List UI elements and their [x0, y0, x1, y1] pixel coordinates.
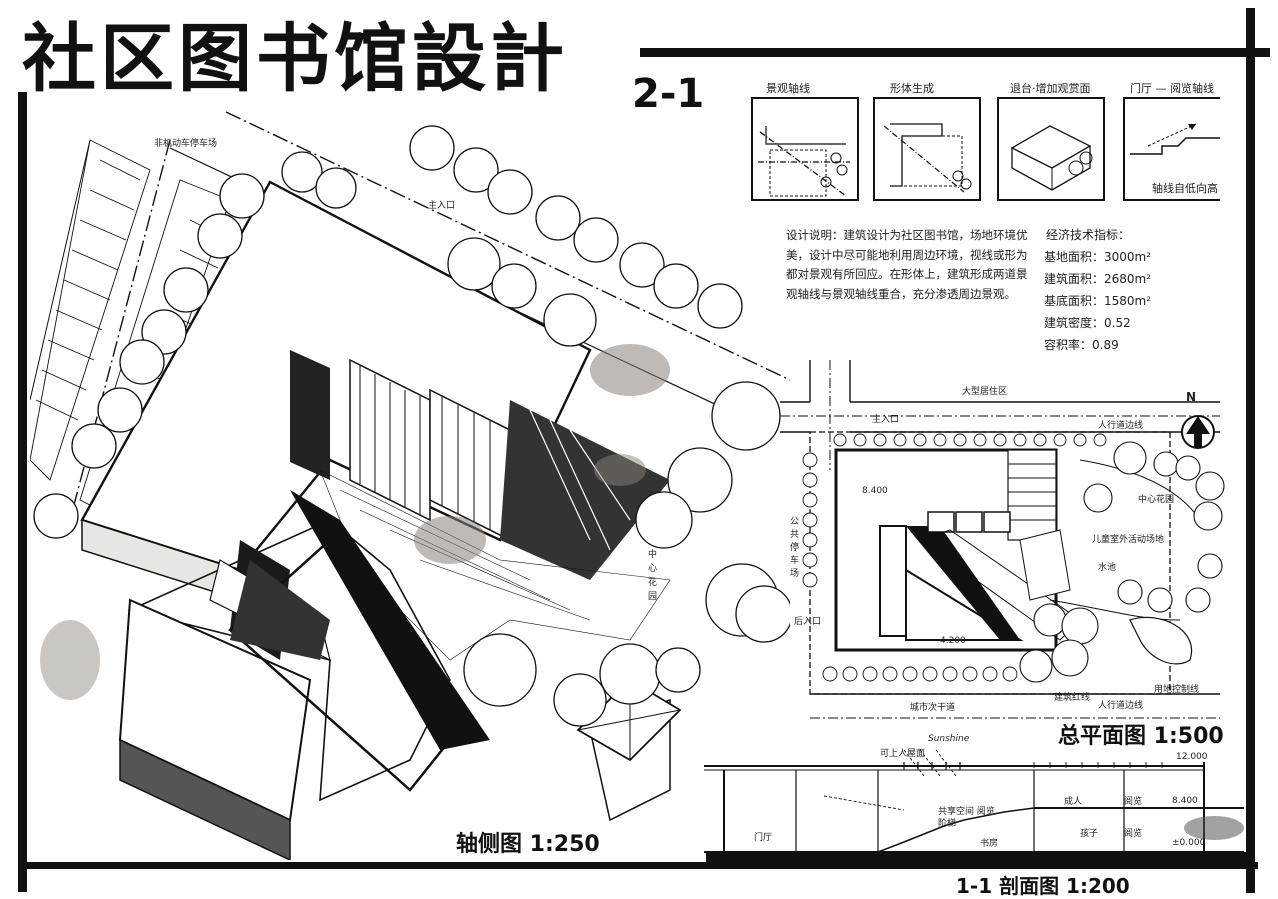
site-label-back-entrance: 后入口: [794, 617, 822, 627]
diagram-label-1: 景观轴线: [766, 82, 810, 95]
page-title: 社区图书馆設計: [22, 16, 568, 102]
site-plan-scale-label: 总平面图 1:500: [1058, 724, 1224, 749]
axo-label-parking: 非机动车停车场: [154, 139, 218, 149]
economics-row: 基底面积：1580m²: [1044, 294, 1152, 308]
site-label-pedestrian-bottom: 人行道边线: [1098, 701, 1144, 711]
economics-row: 建筑密度：0.52: [1044, 316, 1131, 330]
economics-row: 建筑面积：2680m²: [1044, 272, 1152, 286]
axo-label-entrance: 主入口: [428, 201, 456, 211]
economics-row: 容积率：0.89: [1044, 338, 1119, 352]
section-label-storage: 书房: [980, 839, 999, 849]
section-drawing: [704, 749, 1244, 853]
economics-row: 基地面积：3000m²: [1044, 250, 1152, 264]
site-label-kids: 儿童室外活动场地: [1092, 535, 1165, 545]
axonometric-drawing: [30, 111, 790, 860]
diagram-form-generation: [873, 97, 981, 201]
diagram-note-4: 轴线自低向高: [1152, 182, 1218, 195]
section-label-read-2: 阅览: [1124, 829, 1143, 839]
site-label-setback: 建筑红线: [1054, 693, 1091, 703]
axo-label-garden: 中心花园: [648, 550, 658, 602]
section-elev-mid: 8.400: [1172, 796, 1198, 806]
north-arrow-icon: [1181, 415, 1215, 449]
site-label-pedestrian-top: 人行道边线: [1098, 421, 1144, 431]
site-north-label: N: [1186, 390, 1197, 404]
diagram-label-4: 门厅 — 阅览轴线: [1130, 82, 1214, 95]
section-scale-label: 1-1 剖面图 1:200: [956, 874, 1130, 898]
diagram-axis-section: [1123, 97, 1220, 201]
site-label-parking: 公共停车场: [790, 517, 800, 579]
section-label-stair: 共享空间 阅览阶梯: [938, 807, 995, 829]
page-subtitle: 2-1: [632, 71, 705, 117]
axonometric-scale-label: 轴侧图 1:250: [456, 832, 600, 857]
section-elev-0: ±0.000: [1172, 838, 1206, 848]
site-label-road: 城市次干道: [910, 703, 956, 713]
section-label-read-1: 阅览: [1124, 797, 1143, 807]
site-elev-2: 4.200: [940, 636, 966, 646]
economics-title: 经济技术指标：: [1046, 228, 1131, 242]
section-label-child: 孩子: [1080, 829, 1099, 839]
section-elev-top: 12.000: [1176, 752, 1208, 762]
concept-diagrams: [751, 97, 1220, 201]
site-elev-1: 8.400: [862, 486, 888, 496]
site-label-garden: 中心花园: [1138, 495, 1175, 505]
section-label-lobby: 门厅: [754, 833, 773, 843]
site-label-entrance: 主入口: [872, 415, 900, 425]
site-label-boundary: 用地控制线: [1154, 685, 1200, 695]
diagram-label-2: 形体生成: [890, 82, 934, 95]
section-label-adult: 成人: [1064, 797, 1083, 807]
site-label-residential: 大型居住区: [962, 387, 1008, 397]
site-plan-drawing: [780, 360, 1225, 719]
design-notes: 设计说明：建筑设计为社区图书馆，场地环境优美，设计中尽可能地利用周边环境，视线或…: [786, 228, 1028, 301]
section-label-sun: Sunshine: [928, 734, 970, 744]
section-label-roof: 可上人屋面: [880, 749, 926, 759]
diagram-label-3: 退台·增加观赏面: [1010, 82, 1091, 95]
axonometric-trees: [33, 125, 790, 727]
site-label-pool: 水池: [1098, 563, 1117, 573]
diagram-landscape-axis: [751, 97, 859, 201]
diagram-terrace: [997, 97, 1105, 201]
